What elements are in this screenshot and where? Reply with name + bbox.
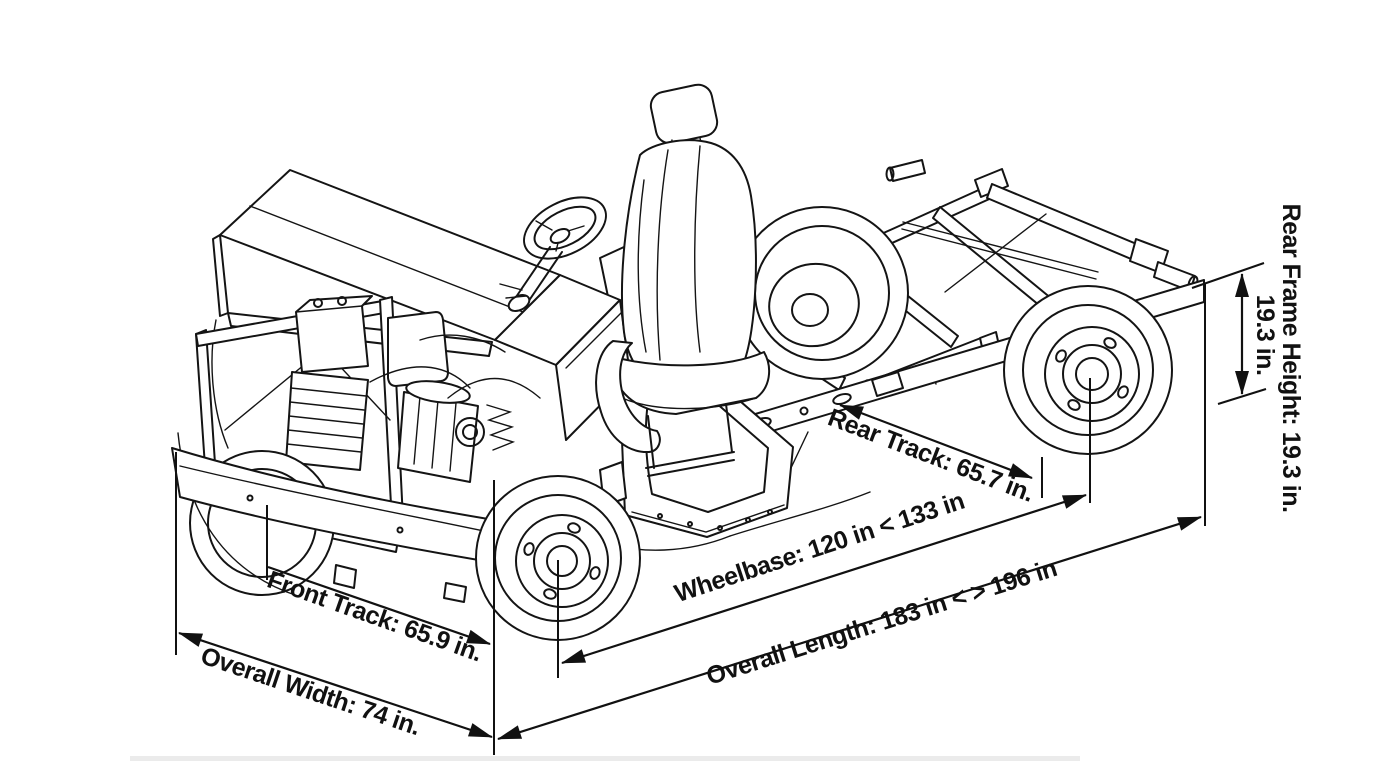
scan-artifact-band: [130, 756, 1080, 761]
rear-frame-height-label: Rear Frame Height: 19.3 in.: [1277, 204, 1305, 513]
air-cleaner: [387, 311, 449, 387]
headrest: [649, 83, 719, 145]
front-track-label: Front Track: 65.9 in.: [264, 566, 486, 668]
rear-track-dimension-line: [839, 403, 1033, 480]
battery: [295, 295, 373, 373]
overall-width-label: Overall Width: 74 in.: [197, 642, 424, 741]
rear-frame-height-top-tick: [1191, 262, 1265, 289]
rear-right-wheel: [1003, 285, 1173, 455]
rear-frame-height-value-label: 19.3 in.: [1251, 295, 1279, 376]
steering-wheel: [499, 196, 607, 312]
dimension-annotations: [175, 262, 1267, 755]
seat-back: [620, 139, 757, 391]
rear-frame-height-bottom-tick: [1217, 388, 1267, 405]
seat-armrest: [595, 340, 661, 454]
overall-width-dimension-line: [178, 631, 493, 739]
overall-length-dimension-line: [497, 515, 1202, 741]
seat-cushion: [609, 351, 771, 415]
driver-seat: [595, 83, 771, 477]
radiator: [285, 371, 369, 471]
front-track-dimension-line: [267, 565, 491, 646]
rear-track-label: Rear Track: 65.7 in.: [824, 403, 1037, 507]
